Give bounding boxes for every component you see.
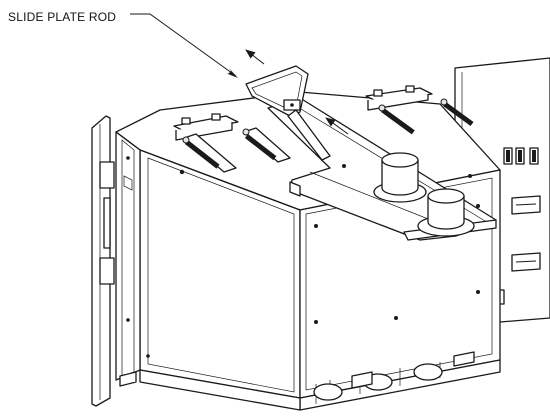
slide-plate-rod-label: SLIDE PLATE ROD xyxy=(8,10,117,24)
slide-plate xyxy=(267,97,497,241)
bottom-rail xyxy=(119,351,501,411)
left-mounting-bracket xyxy=(91,115,115,407)
left-element-bracket xyxy=(173,113,291,173)
right-element-bracket xyxy=(365,85,474,135)
callout-leader-line xyxy=(130,13,238,78)
slide-plate-rod xyxy=(245,65,331,161)
slide-direction-arrows xyxy=(245,49,349,135)
